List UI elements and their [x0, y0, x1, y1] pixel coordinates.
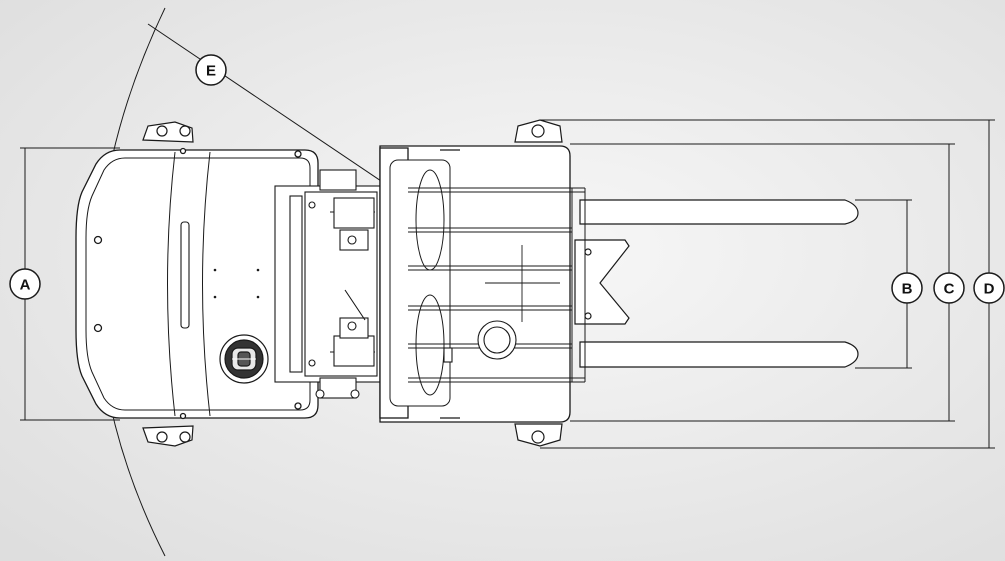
mast-frame	[274, 169, 386, 399]
wheel-rear-top	[142, 121, 194, 143]
fork-carriage-plate	[574, 239, 630, 325]
front-platform	[379, 145, 571, 423]
svg-text:C: C	[944, 281, 955, 298]
fork-lower	[579, 341, 859, 368]
label-e: E	[195, 54, 227, 86]
platform-circle-button	[443, 320, 517, 363]
svg-text:D: D	[984, 281, 995, 298]
wheel-front-top	[514, 119, 563, 143]
fork-upper	[579, 199, 859, 225]
wheel-front-bottom	[514, 423, 563, 447]
label-c: C	[933, 272, 965, 304]
svg-text:A: A	[20, 277, 31, 294]
svg-text:B: B	[902, 281, 913, 298]
label-d: D	[973, 272, 1005, 304]
wheel-rear-bottom	[142, 425, 194, 447]
svg-text:E: E	[206, 63, 216, 80]
control-knob	[219, 334, 269, 384]
label-b: B	[891, 272, 923, 304]
rear-dots	[213, 268, 260, 299]
centre-crosshair	[485, 245, 560, 322]
label-a: A	[9, 268, 41, 300]
